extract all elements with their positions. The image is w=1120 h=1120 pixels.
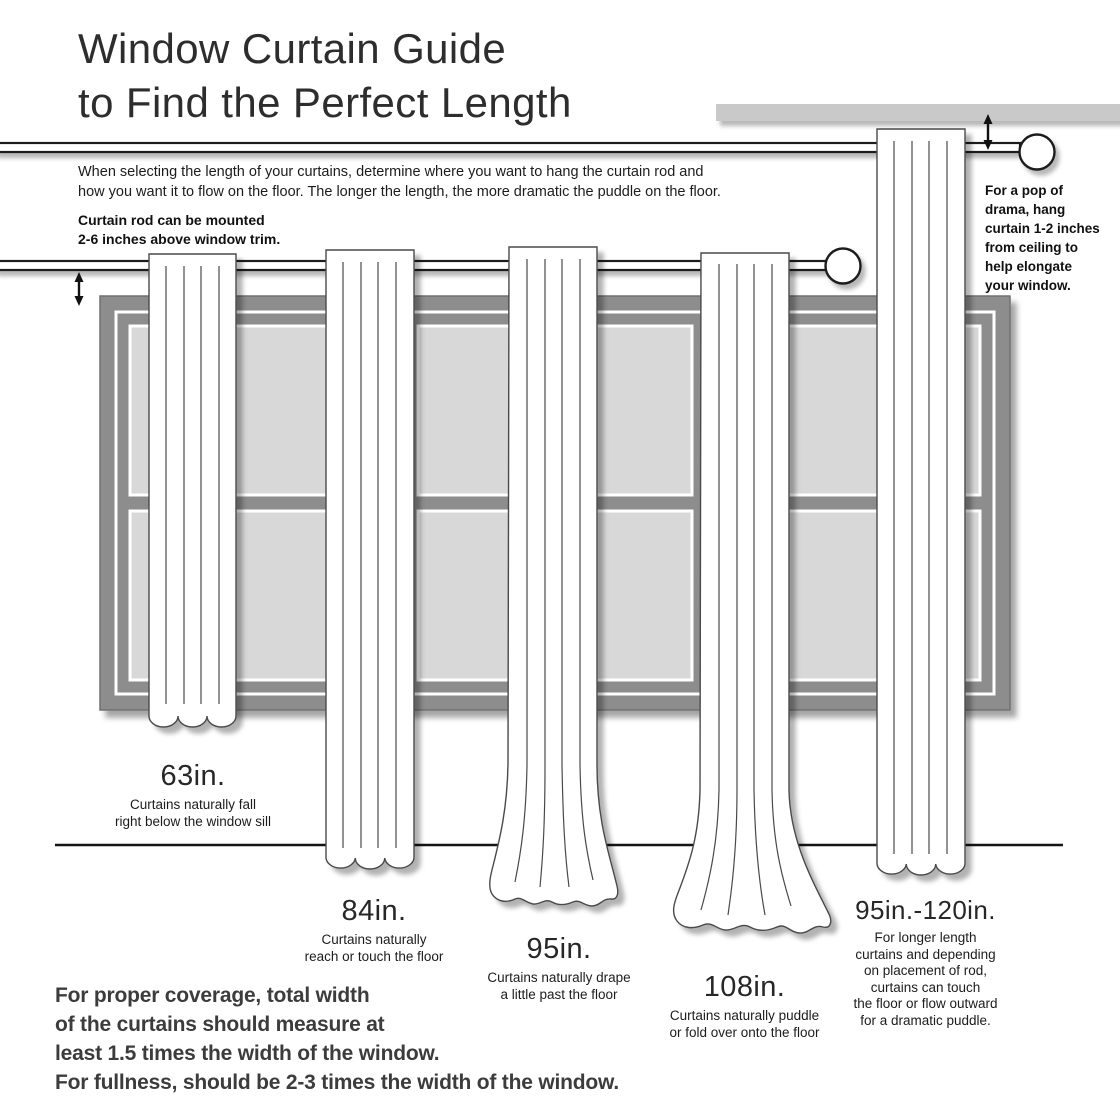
curtain-caption: Curtains naturally reach or touch the fl… <box>304 932 444 964</box>
curtain-95in-graphic <box>489 246 619 907</box>
curtain-63in-graphic <box>148 253 237 728</box>
page-title-line1: Window Curtain Guide <box>78 25 507 72</box>
curtain-63in-label-group: 63in. Curtains naturally fall right belo… <box>103 760 283 830</box>
rod-finial-main-icon <box>824 247 862 285</box>
measure-arrow-rod-icon <box>74 272 84 306</box>
curtain-length-label: 95in.-120in. <box>855 895 996 925</box>
coverage-footer-text: For proper coverage, total width of the … <box>55 984 619 1094</box>
curtain-108in-label-group: 108in. Curtains naturally puddle or fold… <box>652 971 837 1041</box>
ceiling-drama-note: For a pop of drama, hang curtain 1-2 inc… <box>985 183 1100 293</box>
curtain-95-120in-graphic <box>876 128 966 876</box>
curtain-84in-label-group: 84in. Curtains naturally reach or touch … <box>284 895 464 965</box>
ceiling-bar <box>716 104 1120 121</box>
curtain-caption: Curtains naturally puddle or fold over o… <box>669 1008 820 1040</box>
rod-mount-note: Curtain rod can be mounted 2-6 inches ab… <box>78 212 281 247</box>
curtain-length-label: 95in. <box>526 933 592 965</box>
page-title-line2: to Find the Perfect Length <box>78 79 572 126</box>
curtain-caption: Curtains naturally drape a little past t… <box>487 970 631 1002</box>
curtain-length-label: 63in. <box>160 760 226 792</box>
intro-text: When selecting the length of your curtai… <box>78 164 721 200</box>
curtain-caption: For longer length curtains and depending… <box>853 930 998 1028</box>
rod-finial-top-icon <box>1018 133 1056 171</box>
page-title: Window Curtain Guide to Find the Perfect… <box>78 22 572 130</box>
curtain-95-120in-label-group: 95in.-120in. For longer length curtains … <box>828 895 1023 1029</box>
curtain-caption: Curtains naturally fall right below the … <box>114 797 272 829</box>
curtain-rod-top <box>0 133 1056 171</box>
curtain-length-label: 108in. <box>703 971 786 1003</box>
curtain-84in-graphic <box>325 249 415 870</box>
curtain-108in-graphic <box>672 252 832 934</box>
measure-arrow-ceiling-icon <box>983 114 993 150</box>
curtain-95in-label-group: 95in. Curtains naturally drape a little … <box>469 933 649 1003</box>
curtain-length-label: 84in. <box>341 895 407 927</box>
